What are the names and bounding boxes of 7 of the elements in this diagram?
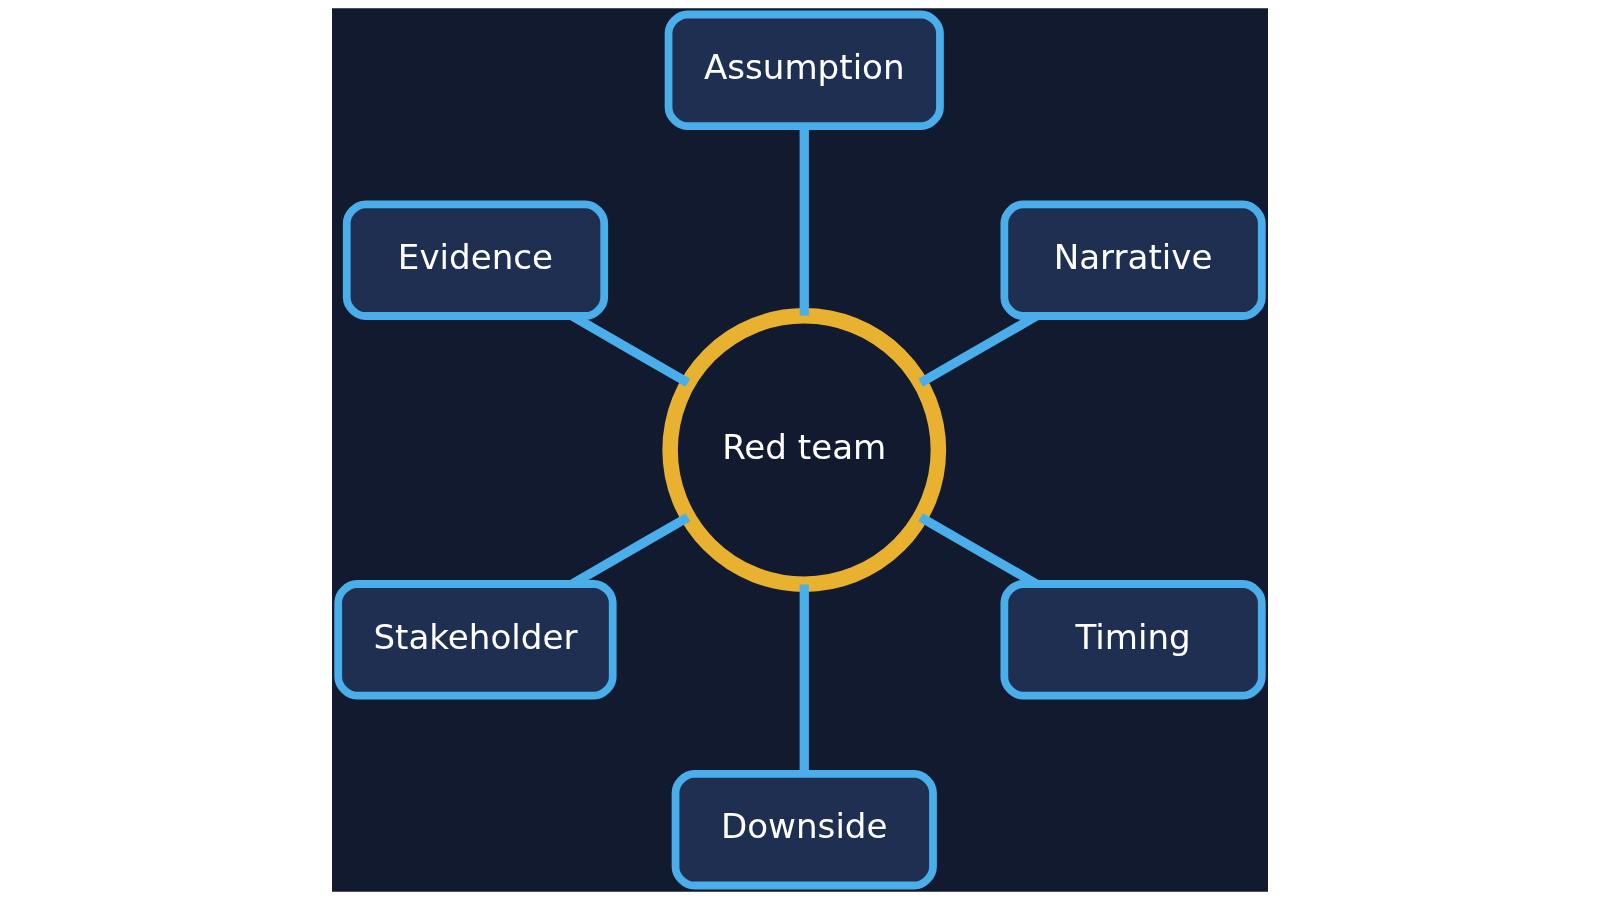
node-box: Timing <box>1000 580 1266 700</box>
node-box: Narrative <box>1000 200 1266 320</box>
node-circle: Red team <box>662 308 947 592</box>
node-box: Stakeholder <box>334 580 617 700</box>
node-box: Evidence <box>342 200 609 320</box>
node-box: Downside <box>671 769 937 890</box>
node-box: Assumption <box>664 10 944 131</box>
